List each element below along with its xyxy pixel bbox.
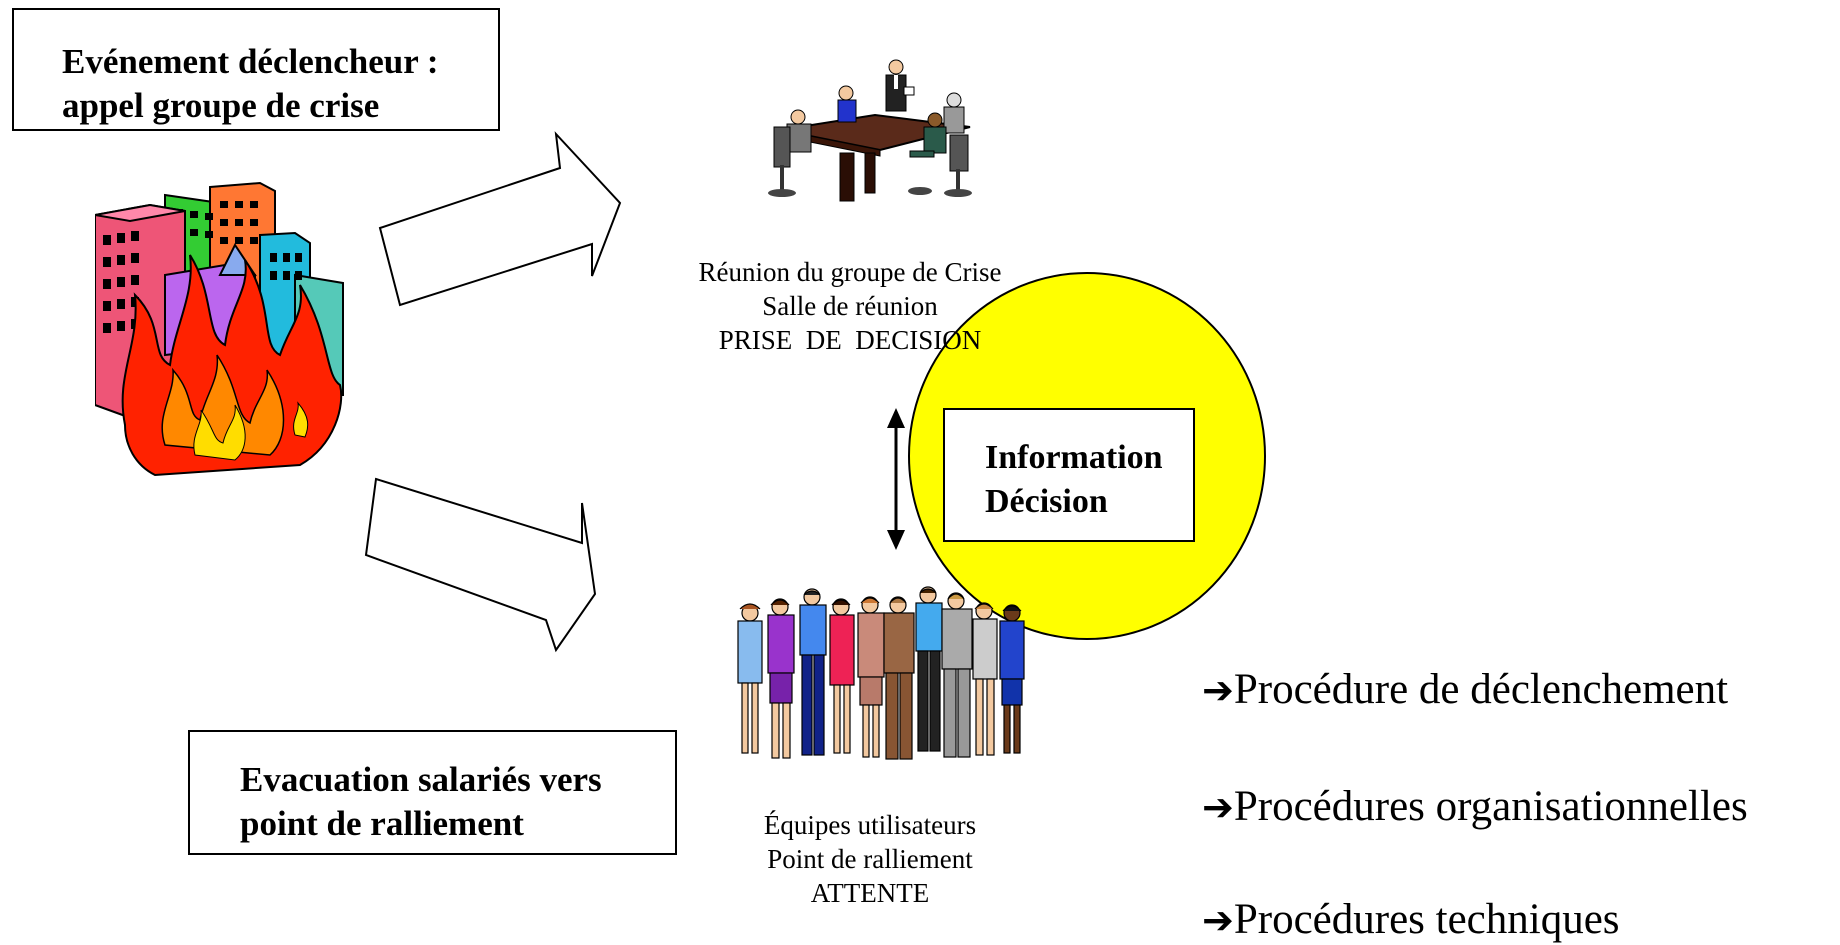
info-line2: Décision — [985, 483, 1108, 520]
procedure-label: Procédures techniques — [1233, 896, 1620, 943]
evacuation-line1: Evacuation salariés vers — [240, 760, 602, 799]
teams-line3: ATTENTE — [810, 878, 930, 908]
meeting-line2: Salle de réunion — [762, 291, 938, 321]
procedure-label: Procédure de déclenchement — [1233, 666, 1729, 713]
meeting-line3: PRISE DE DECISION — [718, 325, 982, 355]
trigger-box: Evénement déclencheur : appel groupe de … — [12, 8, 500, 131]
teams-caption: Équipes utilisateurs Point de ralliement… — [680, 808, 1060, 910]
arrow-to-rally-point — [364, 477, 597, 653]
procedure-item-1: ➔Procédure de déclenchement — [1202, 665, 1728, 715]
double-arrow-icon — [887, 408, 905, 550]
trigger-line1: Evénement déclencheur : — [62, 42, 439, 81]
teams-line1: Équipes utilisateurs — [763, 810, 977, 840]
info-decision-box: Information Décision — [943, 408, 1195, 542]
arrow-to-meeting — [378, 131, 622, 307]
info-line1: Information — [985, 439, 1163, 476]
right-arrow-icon: ➔ — [1202, 898, 1234, 942]
meeting-line1: Réunion du groupe de Crise — [698, 257, 1002, 287]
procedure-item-2: ➔Procédures organisationnelles — [1202, 782, 1748, 832]
evacuation-line2: point de ralliement — [240, 804, 524, 843]
trigger-line2: appel groupe de crise — [62, 86, 380, 125]
burning-buildings-icon — [95, 181, 344, 477]
meeting-table-icon — [768, 59, 972, 202]
procedure-item-3: ➔Procédures techniques — [1202, 895, 1620, 945]
teams-line2: Point de ralliement — [767, 844, 973, 874]
meeting-caption: Réunion du groupe de Crise Salle de réun… — [650, 255, 1050, 357]
evacuation-box: Evacuation salariés vers point de rallie… — [188, 730, 677, 855]
right-arrow-icon: ➔ — [1202, 668, 1234, 712]
people-group-icon — [737, 586, 1025, 760]
right-arrow-icon: ➔ — [1202, 785, 1234, 829]
procedure-label: Procédures organisationnelles — [1233, 783, 1748, 830]
